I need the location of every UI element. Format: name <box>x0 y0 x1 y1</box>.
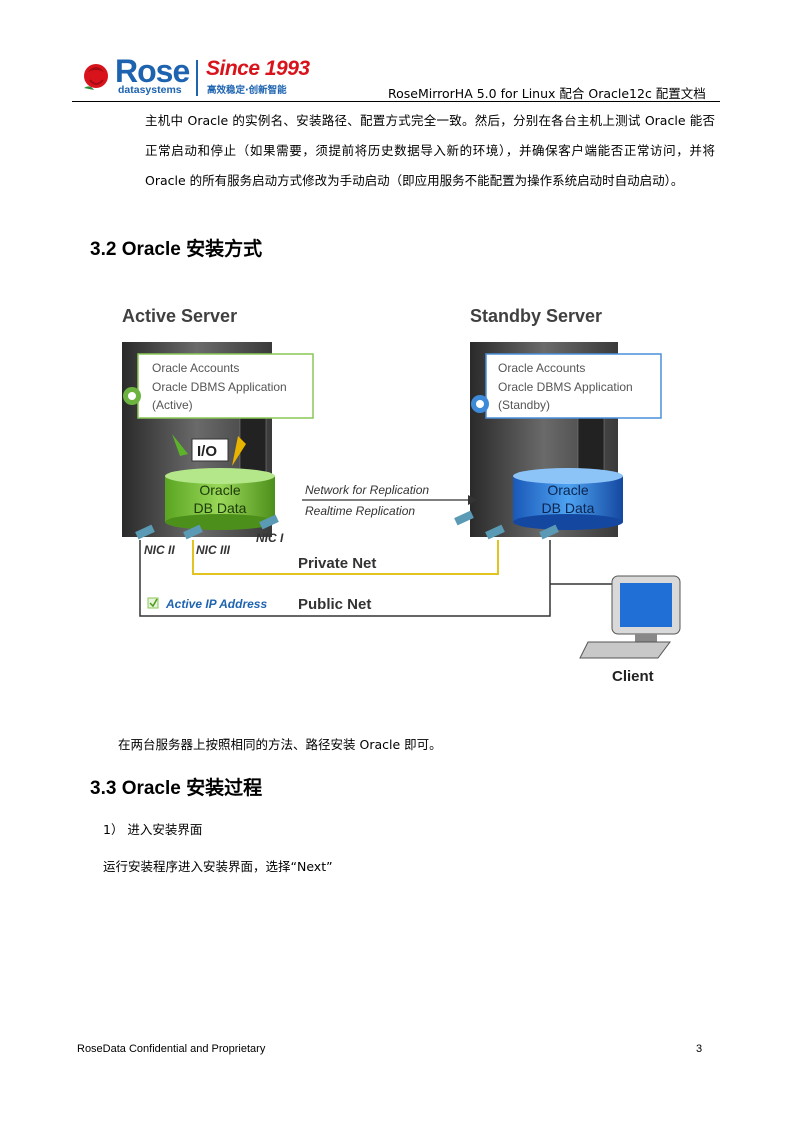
step-1-heading: 1） 进入安装界面 <box>103 822 203 837</box>
nic-ii-label: NIC II <box>144 543 175 557</box>
realtime-replication-label: Realtime Replication <box>305 504 415 518</box>
standby-server-title: Standby Server <box>470 306 602 326</box>
intro-paragraph: 主机中 Oracle 的实例名、安装路径、配置方式完全一致。然后，分别在各台主机… <box>145 113 715 188</box>
nic-i-card-icon <box>259 514 279 530</box>
active-ip-checkbox-icon <box>147 597 159 609</box>
io-label-box <box>191 438 229 462</box>
active-box-line-2: Oracle DBMS Application <box>152 380 287 394</box>
step-1-description: 运行安装程序进入安装界面，选择“Next” <box>103 859 333 874</box>
standby-db-label-1: Oracle <box>547 482 588 498</box>
client-label: Client <box>612 668 654 685</box>
standby-box-line-1: Oracle Accounts <box>498 361 585 375</box>
active-info-box <box>137 353 314 419</box>
logo-slogan: 高效稳定·创新智能 <box>207 85 287 96</box>
io-out-arrow-icon <box>232 436 246 466</box>
io-label: I/O <box>197 443 217 460</box>
nic-iii-label: NIC III <box>196 543 231 557</box>
network-replication-label: Network for Replication <box>305 483 429 497</box>
page-number: 3 <box>696 1043 703 1055</box>
standby-box-line-3: (Standby) <box>498 398 550 412</box>
standby-info-box <box>485 353 662 419</box>
standby-nic-2-icon <box>485 524 505 540</box>
client-computer-icon <box>579 575 681 659</box>
public-net-line <box>139 540 551 617</box>
private-net-label: Private Net <box>298 555 376 572</box>
active-server-title: Active Server <box>122 306 237 326</box>
section-heading-3-2: 3.2 Oracle 安装方式 <box>90 239 263 260</box>
public-net-label: Public Net <box>298 596 371 613</box>
nic-iii-card-icon <box>183 524 203 540</box>
rose-flower-logo-icon <box>84 64 108 90</box>
document-header-title: RoseMirrorHA 5.0 for Linux 配合 Oracle12c … <box>388 86 706 101</box>
standby-nic-1-icon <box>454 510 474 526</box>
active-db-label-1: Oracle <box>199 482 240 498</box>
nic-ii-card-icon <box>135 524 155 540</box>
logo-subtitle: datasystems <box>118 84 182 96</box>
standby-box-line-2: Oracle DBMS Application <box>498 380 633 394</box>
active-box-line-3: (Active) <box>152 398 193 412</box>
logo-wordmark: Rose <box>115 53 190 89</box>
since-1993-text: Since 1993 <box>206 57 310 80</box>
standby-nic-3-icon <box>539 524 559 540</box>
ha-architecture-diagram: Active Server Standby Server Oracle Acco… <box>122 306 681 685</box>
header-rule <box>72 101 720 102</box>
standby-db-label-2: DB Data <box>542 500 595 516</box>
footer-confidential: RoseData Confidential and Proprietary <box>77 1043 266 1055</box>
io-in-arrow-icon <box>172 434 188 456</box>
logo-divider <box>196 60 198 96</box>
nic-i-label: NIC I <box>256 531 284 545</box>
section-heading-3-3: 3.3 Oracle 安装过程 <box>90 778 263 799</box>
active-ip-label: Active IP Address <box>165 597 267 611</box>
private-net-line <box>192 540 499 575</box>
install-note: 在两台服务器上按照相同的方法、路径安装 Oracle 即可。 <box>118 737 442 752</box>
active-db-label-2: DB Data <box>194 500 247 516</box>
active-box-line-1: Oracle Accounts <box>152 361 239 375</box>
